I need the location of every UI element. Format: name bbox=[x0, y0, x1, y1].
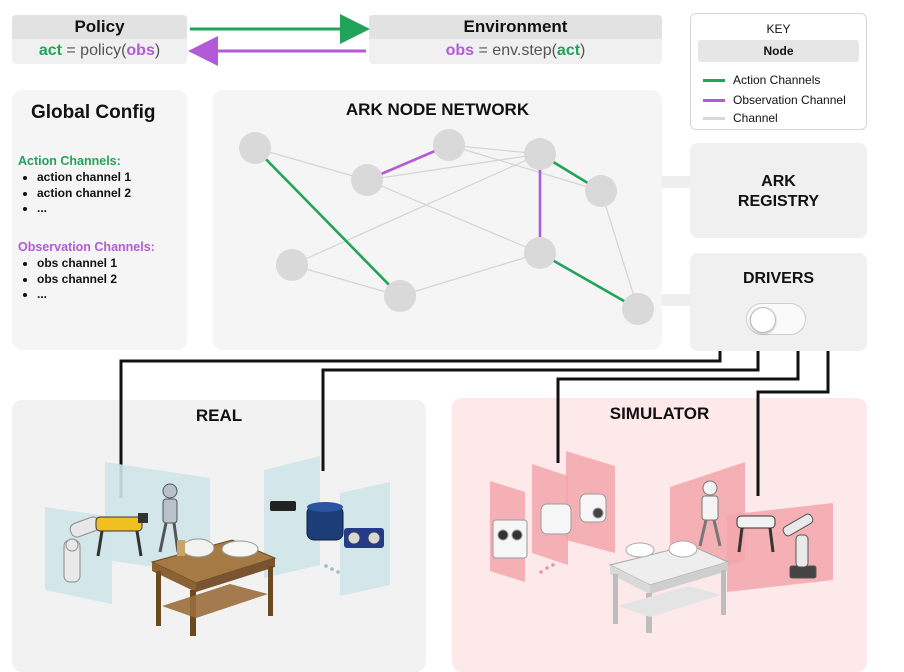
policy-title: Policy bbox=[12, 15, 187, 39]
environment-box: Environment obs = env.step(act) bbox=[369, 15, 662, 64]
policy-code-lhs: act bbox=[38, 42, 62, 59]
policy-code-mid: = policy( bbox=[61, 42, 127, 59]
registry-line2: REGISTRY bbox=[737, 193, 820, 210]
key-item-channel: Channel bbox=[703, 110, 778, 126]
toggle-knob[interactable] bbox=[750, 307, 776, 333]
action-channel-list: action channel 1 action channel 2 ... bbox=[19, 170, 131, 217]
env-code-lhs: obs bbox=[445, 42, 475, 59]
node-network-title: ARK NODE NETWORK bbox=[345, 100, 530, 119]
simulator-panel: SIMULATOR bbox=[452, 398, 867, 672]
environment-code: obs = env.step(act) bbox=[369, 39, 662, 63]
env-code-arg: act bbox=[556, 42, 581, 59]
environment-title: Environment bbox=[369, 15, 662, 39]
drivers-toggle[interactable] bbox=[746, 303, 806, 335]
policy-box: Policy act = policy(obs) bbox=[12, 15, 187, 64]
key-item-label: Observation Channel bbox=[733, 93, 846, 107]
obs-channel-list: obs channel 1 obs channel 2 ... bbox=[19, 256, 117, 303]
key-legend: KEY Node Action Channels Observation Cha… bbox=[690, 13, 867, 130]
obs-channels-heading: Observation Channels: bbox=[18, 240, 155, 254]
list-item: obs channel 2 bbox=[37, 272, 117, 288]
action-swatch bbox=[703, 79, 725, 83]
global-config-panel: Global Config Action Channels: action ch… bbox=[12, 90, 187, 350]
key-item-label: Channel bbox=[733, 111, 778, 125]
real-title: REAL bbox=[195, 406, 243, 425]
registry-line1: ARK bbox=[761, 173, 796, 190]
action-channels-heading: Action Channels: bbox=[18, 154, 121, 168]
key-item-observation: Observation Channel bbox=[703, 92, 846, 108]
policy-code-end: ) bbox=[154, 42, 161, 59]
policy-code: act = policy(obs) bbox=[12, 39, 187, 63]
drivers-title: DRIVERS bbox=[742, 270, 815, 287]
node-network-panel: ARK NODE NETWORK bbox=[213, 90, 662, 350]
channel-swatch bbox=[703, 117, 725, 121]
simulator-title: SIMULATOR bbox=[609, 404, 710, 423]
global-config-title: Global Config bbox=[31, 102, 156, 123]
ark-registry-box: ARK REGISTRY bbox=[690, 143, 867, 238]
policy-code-arg: obs bbox=[126, 42, 155, 59]
key-node-label: Node bbox=[698, 40, 859, 62]
key-item-label: Action Channels bbox=[733, 73, 821, 87]
env-code-end: ) bbox=[580, 42, 586, 59]
list-item: ... bbox=[37, 201, 131, 217]
key-title: KEY bbox=[766, 22, 791, 36]
key-item-action: Action Channels bbox=[703, 72, 820, 88]
panel-connectors bbox=[662, 176, 690, 306]
real-panel: REAL bbox=[12, 400, 426, 672]
list-item: action channel 2 bbox=[37, 186, 131, 202]
env-code-mid: = env.step( bbox=[474, 42, 557, 59]
list-item: action channel 1 bbox=[37, 170, 131, 186]
observation-swatch bbox=[703, 99, 725, 103]
drivers-box: DRIVERS bbox=[690, 253, 867, 351]
list-item: obs channel 1 bbox=[37, 256, 117, 272]
list-item: ... bbox=[37, 287, 117, 303]
